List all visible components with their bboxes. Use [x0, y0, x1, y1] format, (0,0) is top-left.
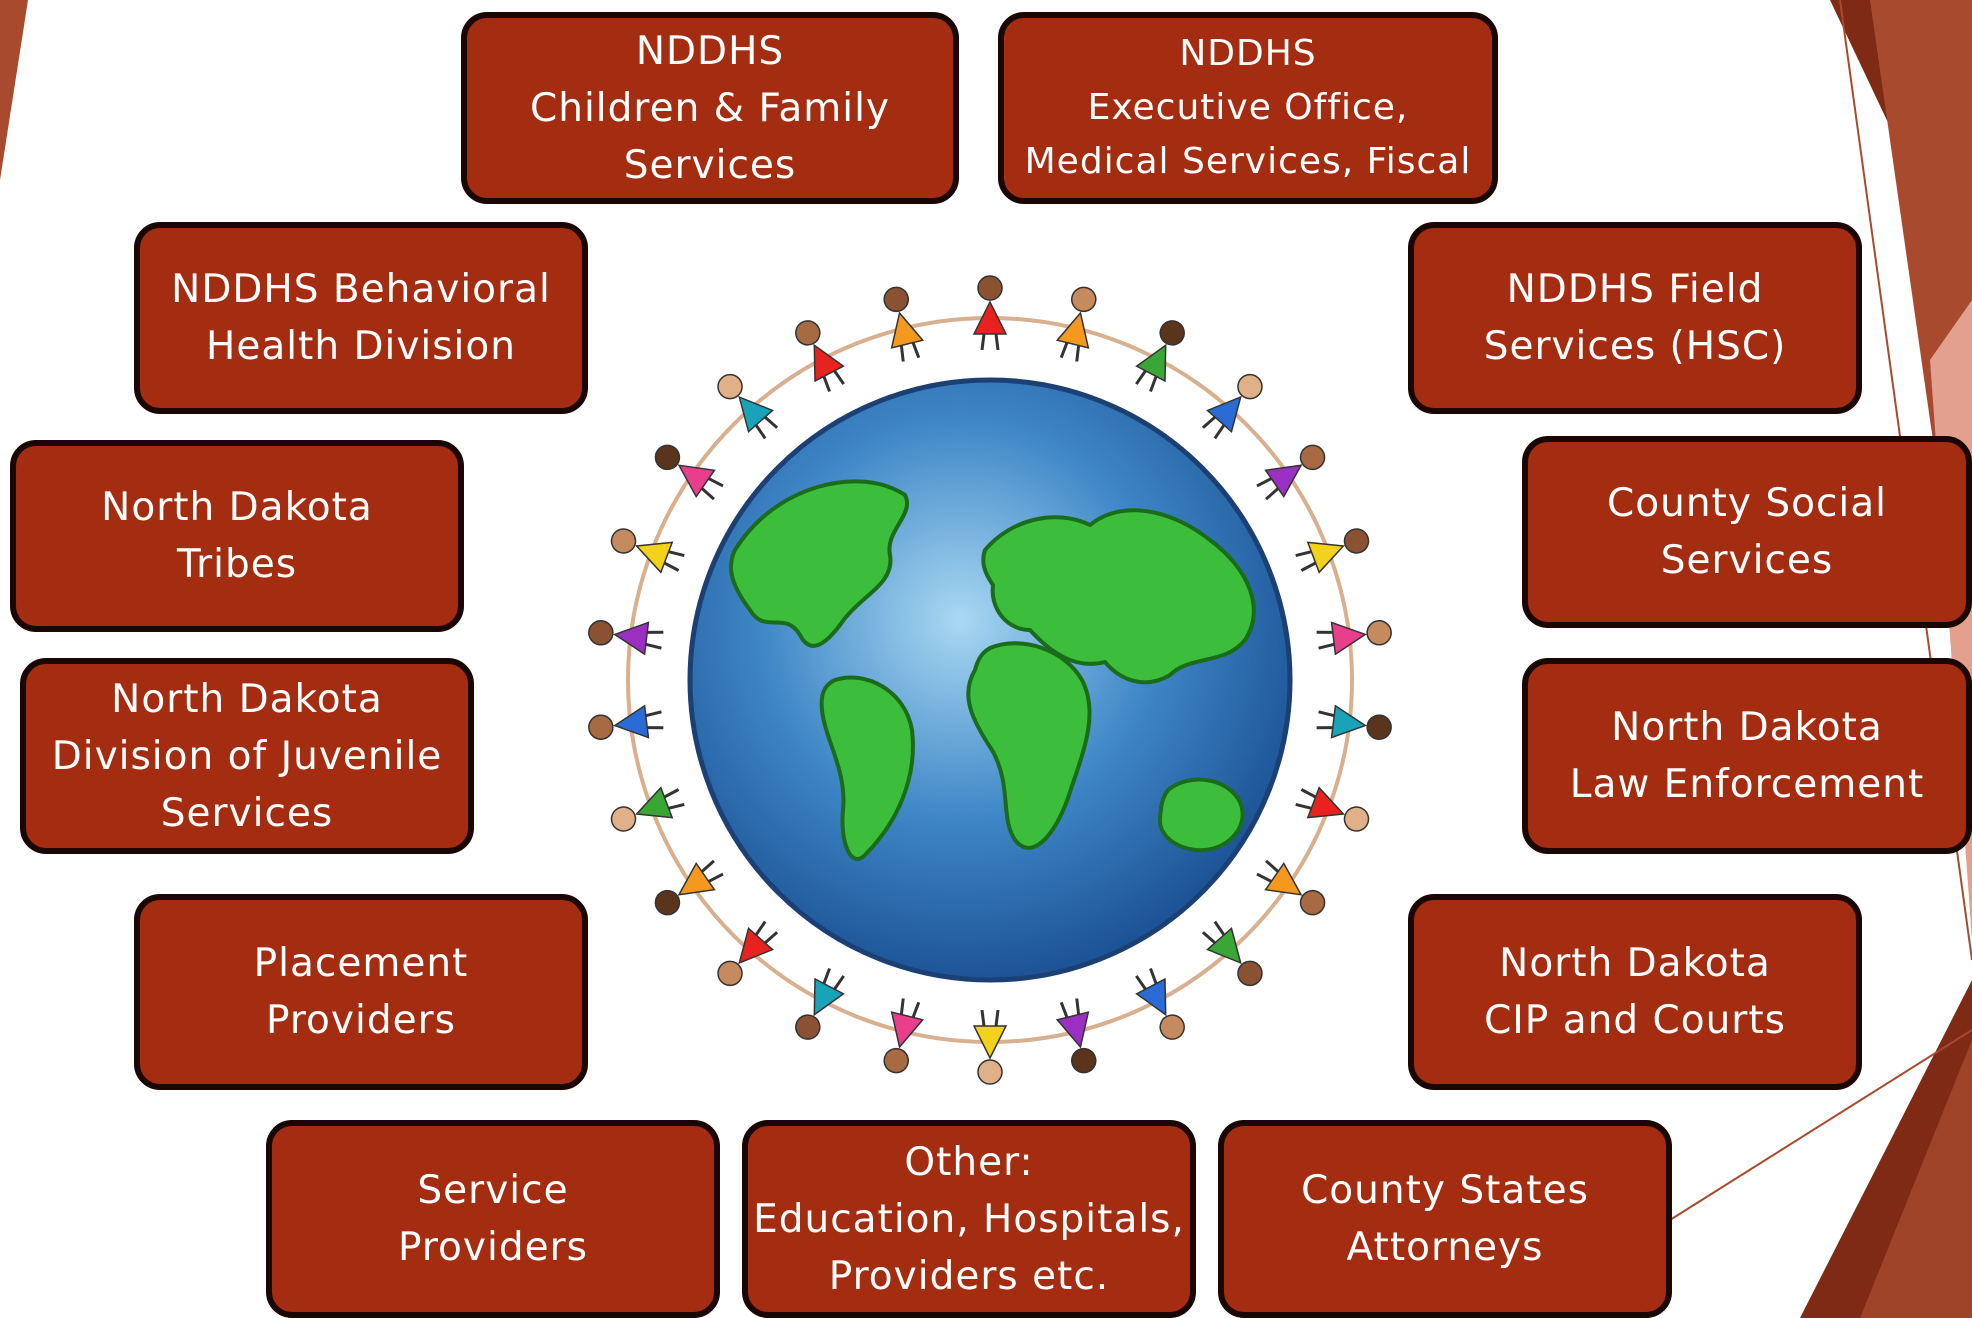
child-figure: [588, 704, 664, 740]
child-figure: [610, 786, 685, 832]
box-line: County Social: [1607, 481, 1887, 526]
globe-land: [729, 479, 1256, 861]
child-figure: [795, 967, 845, 1040]
box-line: Executive Office,: [1087, 87, 1409, 128]
child-figure: [1316, 620, 1392, 656]
box-line: Services (HSC): [1483, 324, 1787, 369]
box-line: Services: [623, 142, 797, 188]
child-figure: [1201, 373, 1263, 440]
child-figure: [883, 286, 925, 362]
child-figure: [610, 528, 685, 574]
europe-asia-shape: [981, 508, 1256, 685]
box-line: Tribes: [176, 542, 298, 587]
child-figure: [1055, 998, 1097, 1074]
box-line: Placement: [253, 941, 469, 986]
child-figure: [883, 998, 925, 1074]
box-line: NDDHS Field: [1506, 267, 1764, 312]
box-other-education-hospitals: Other: Education, Hospitals, Providers e…: [742, 1120, 1196, 1318]
children-ring: [588, 275, 1392, 1085]
box-line: Division of Juvenile: [51, 733, 443, 779]
box-line: North Dakota: [111, 676, 383, 722]
box-line: Providers: [398, 1225, 588, 1270]
child-figure: [717, 373, 779, 440]
child-figure: [1135, 320, 1185, 393]
box-line: North Dakota: [101, 485, 373, 530]
box-line: Children & Family: [530, 85, 890, 131]
box-line: Services: [1660, 538, 1834, 583]
box-line: Providers: [266, 998, 456, 1043]
box-line: North Dakota: [1611, 705, 1883, 750]
box-nd-division-juvenile-services: North Dakota Division of Juvenile Servic…: [20, 658, 474, 854]
left-edge-shape: [0, 0, 28, 180]
child-figure: [795, 320, 845, 393]
box-service-providers: Service Providers: [266, 1120, 720, 1318]
box-line: Education, Hospitals,: [753, 1196, 1185, 1242]
child-figure: [654, 444, 724, 501]
deco-line-2: [1669, 1029, 1972, 1221]
child-figure: [1256, 444, 1326, 501]
right-bottom-mid-shape: [1860, 1040, 1972, 1318]
box-line: North Dakota: [1499, 941, 1771, 986]
box-nddhs-executive-office: NDDHS Executive Office, Medical Services…: [998, 12, 1498, 204]
child-figure: [1055, 286, 1097, 362]
box-county-social-services: County Social Services: [1522, 436, 1972, 628]
box-line: Providers etc.: [828, 1253, 1110, 1299]
child-figure: [717, 920, 779, 987]
box-line: Other:: [904, 1139, 1034, 1185]
box-placement-providers: Placement Providers: [134, 894, 588, 1090]
child-figure: [1295, 528, 1370, 574]
box-line: Services: [160, 790, 334, 836]
child-figure: [588, 620, 664, 656]
child-figure: [972, 1009, 1008, 1085]
africa-shape: [966, 641, 1092, 850]
box-line: Law Enforcement: [1569, 762, 1925, 807]
box-line: NDDHS Behavioral: [171, 267, 551, 312]
child-figure: [1201, 920, 1263, 987]
south-america-shape: [819, 675, 915, 861]
north-america-shape: [729, 479, 909, 648]
child-figure: [972, 275, 1008, 351]
box-county-states-attorneys: County States Attorneys: [1218, 1120, 1672, 1318]
child-figure: [1316, 704, 1392, 740]
box-nddhs-behavioral-health-division: NDDHS Behavioral Health Division: [134, 222, 588, 414]
box-nddhs-field-services: NDDHS Field Services (HSC): [1408, 222, 1862, 414]
box-nddhs-children-family-services: NDDHS Children & Family Services: [461, 12, 959, 204]
child-figure: [1135, 967, 1185, 1040]
globe-illustration: [588, 275, 1392, 1085]
box-north-dakota-tribes: North Dakota Tribes: [10, 440, 464, 632]
box-line: Attorneys: [1346, 1225, 1544, 1270]
box-nd-cip-and-courts: North Dakota CIP and Courts: [1408, 894, 1862, 1090]
box-line: Health Division: [206, 324, 516, 369]
box-nd-law-enforcement: North Dakota Law Enforcement: [1522, 658, 1972, 854]
box-line: NDDHS: [635, 28, 785, 74]
box-line: Medical Services, Fiscal: [1024, 141, 1472, 182]
box-line: CIP and Courts: [1484, 998, 1786, 1043]
box-line: County States: [1301, 1168, 1589, 1213]
box-line: NDDHS: [1179, 33, 1317, 74]
child-figure: [1295, 786, 1370, 832]
box-line: Service: [417, 1168, 569, 1213]
australia-shape: [1157, 777, 1245, 853]
child-figure: [654, 859, 724, 916]
child-figure: [1256, 859, 1326, 916]
